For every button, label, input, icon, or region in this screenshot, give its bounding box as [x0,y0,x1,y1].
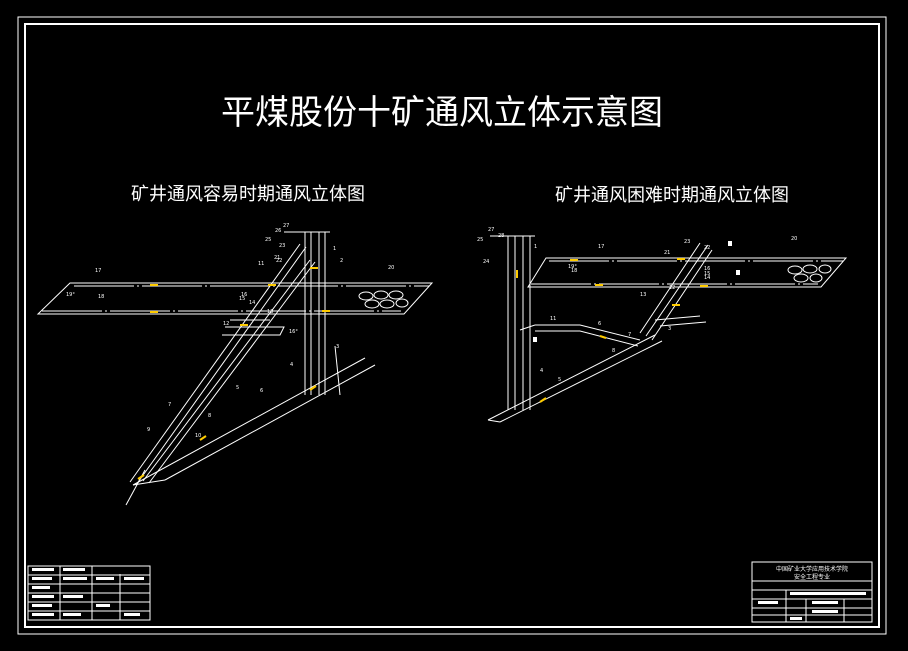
right-label-10: 16 [704,266,710,272]
right-label-1: 28 [498,233,504,239]
right-label-14: 19° [568,264,577,270]
outer-border [17,16,887,635]
left-label-25: 10 [195,433,201,439]
left-label-1: 26 [275,228,281,234]
left-label-9: 20 [388,265,394,271]
left-incline-a [129,243,301,483]
right-label-4: 1 [534,244,537,250]
left-label-24: 9 [147,427,150,433]
left-label-2: 25 [265,237,271,243]
drawing-title: 平煤股份十矿通风立体示意图 [221,93,663,133]
right-haulage [487,334,656,421]
left-label-14: 13 [267,309,273,315]
left-label-10: 17 [95,268,101,274]
right-airflow-arrows [516,258,708,403]
revision-table [27,565,151,621]
left-label-21: 6 [260,388,263,394]
right-label-12: 14 [704,275,710,281]
right-label-16: 12 [669,285,675,291]
left-label-15: 19° [66,292,75,298]
right-label-2: 25 [477,237,483,243]
right-label-8: 21 [664,250,670,256]
inner-border [24,23,880,628]
right-label-22: 7 [628,332,631,338]
left-label-12: 15 [239,296,245,302]
title-block-specialty: 安全工程专业 [794,573,830,581]
left-label-18: 3 [336,344,339,350]
right-label-20: 5 [558,377,561,383]
right-label-6: 23 [684,239,690,245]
right-label-19: 4 [540,368,543,374]
right-label-23: 8 [612,348,615,354]
left-label-4: 22 [276,258,282,264]
right-subtitle: 矿井通风困难时期通风立体图 [555,185,789,206]
left-label-16: 18 [98,294,104,300]
left-label-7: 21 [274,255,280,261]
left-label-19: 4 [290,362,293,368]
right-label-21: 6 [598,321,601,327]
left-label-11: 16 [241,292,247,298]
left-label-13: 14 [249,300,255,306]
left-label-8: 11 [258,261,264,267]
left-label-6: 2 [340,258,343,264]
right-label-13: 13 [640,292,646,298]
right-main-roadway [527,257,848,288]
title-block-institution: 中国矿业大学应用技术学院 [776,565,848,573]
right-label-17: 11 [550,316,556,322]
left-label-5: 1 [333,246,336,252]
left-label-20: 5 [236,385,239,391]
right-ventilation-diagram [487,235,848,423]
right-label-7: 22 [704,245,710,251]
left-subtitle: 矿井通风容易时期通风立体图 [131,184,365,205]
left-label-17: 12 [223,321,229,327]
right-label-3: 24 [483,259,489,265]
right-label-5: 17 [598,244,604,250]
title-block [751,561,873,623]
right-label-11: 15 [704,271,710,277]
left-haulage [132,357,366,486]
right-label-0: 27 [488,227,494,233]
left-label-0: 27 [283,223,289,229]
right-label-15: 18 [571,268,577,274]
left-label-22: 7 [168,402,171,408]
left-goaf-zone [358,290,409,309]
left-label-26: 16° [289,329,298,335]
left-ventilation-diagram [36,231,434,506]
left-airflow-arrows [137,267,330,480]
left-label-3: 23 [279,243,285,249]
right-goaf-zone [787,264,832,283]
right-label-18: 3 [668,326,671,332]
left-label-23: 8 [208,413,211,419]
right-label-9: 20 [791,236,797,242]
